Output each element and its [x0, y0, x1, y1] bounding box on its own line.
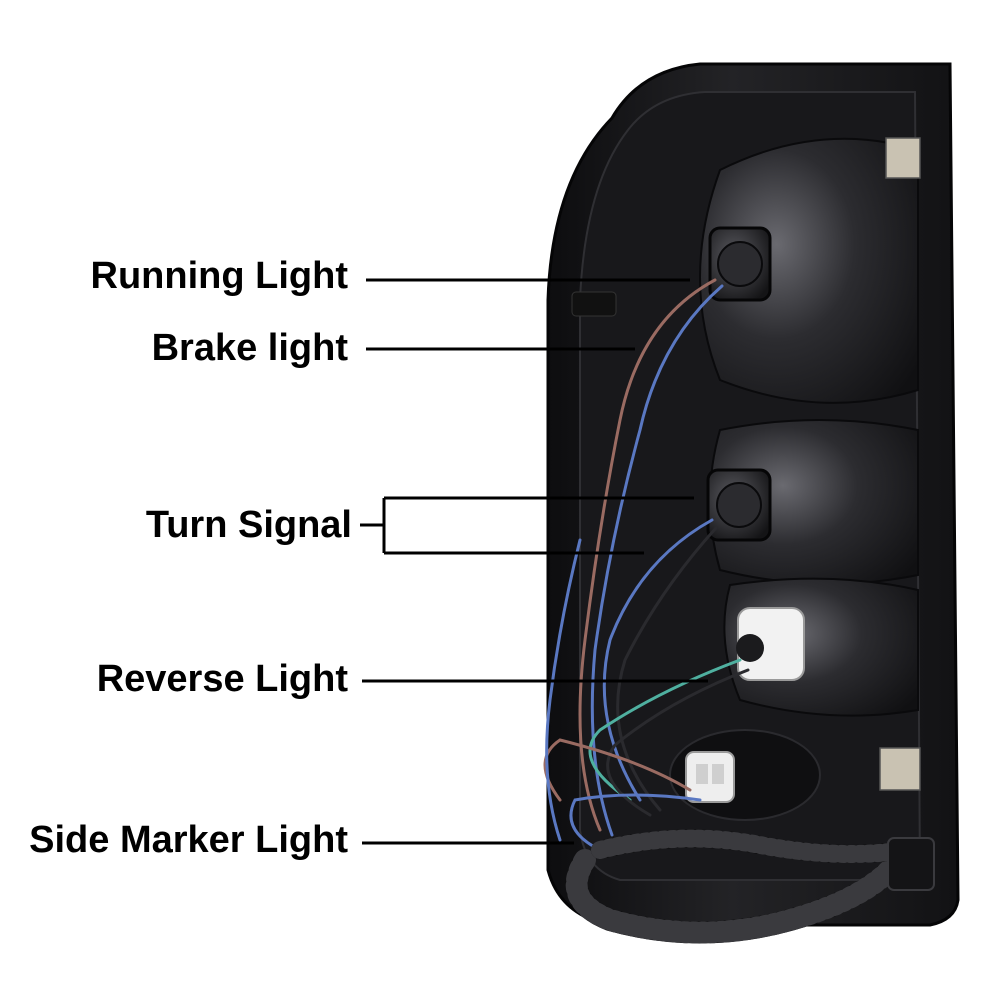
bottom-mounting-tab — [879, 747, 921, 791]
wire-harness-loom — [565, 829, 916, 944]
reverse-light-label: Reverse Light — [96, 658, 348, 700]
side-marker-socket — [685, 751, 735, 803]
top-mounting-tab — [885, 137, 921, 179]
brake-light-label: Brake light — [151, 327, 348, 369]
side-marker-light-label: Side Marker Light — [29, 819, 348, 861]
running-brake-socket — [708, 226, 772, 302]
turn-signal-label: Turn Signal — [145, 504, 352, 546]
wiring — [543, 278, 750, 852]
turn-signal-socket — [706, 468, 772, 542]
running-light-label: Running Light — [90, 255, 348, 297]
upper-reflector-cup — [699, 137, 919, 404]
callout-lines — [360, 278, 708, 845]
reverse-light-socket — [736, 607, 805, 681]
harness-connector — [887, 837, 935, 891]
side-clip — [571, 291, 617, 317]
